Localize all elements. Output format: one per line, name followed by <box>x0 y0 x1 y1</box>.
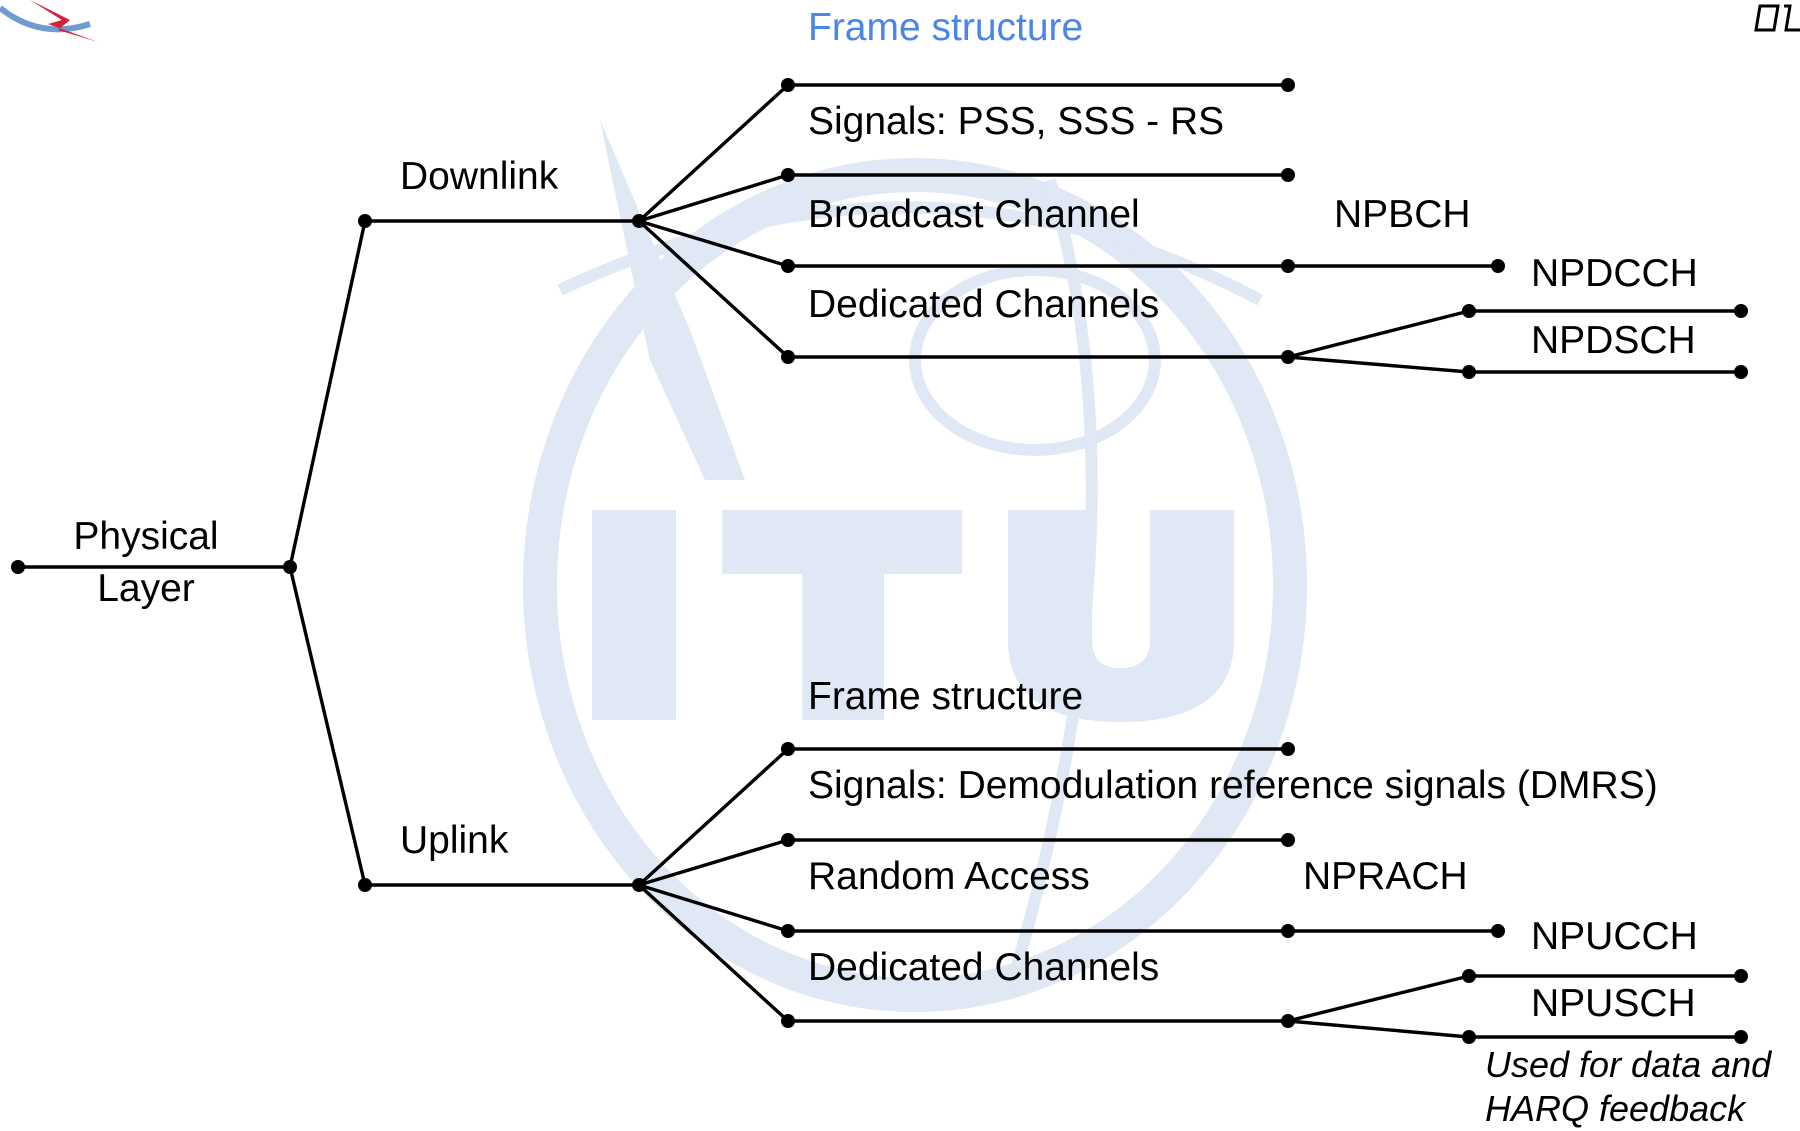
watermark-parallel <box>557 201 1263 306</box>
node-dot <box>358 878 372 892</box>
uplink-signals-label: Signals: Demodulation reference signals … <box>808 764 1658 807</box>
node-dot <box>1281 742 1295 756</box>
downlink-dedicated-channels-label: Dedicated Channels <box>808 283 1160 326</box>
node-dot <box>1281 78 1295 92</box>
node-dot <box>1281 924 1295 938</box>
downlink-label: Downlink <box>400 155 559 198</box>
wire-dl-fan-4 <box>637 219 790 359</box>
node-dot <box>283 560 297 574</box>
node-dot <box>1734 304 1748 318</box>
downlink-signals-label: Signals: PSS, SSS - RS <box>808 100 1225 143</box>
watermark-letter-t-bar <box>722 510 962 574</box>
watermark-bolt <box>600 120 745 480</box>
node-dot <box>1491 259 1505 273</box>
uplink-label: Uplink <box>400 819 509 862</box>
npusch-note-line1: Used for data and <box>1485 1044 1772 1085</box>
node-dot <box>1734 969 1748 983</box>
tree-nodes <box>11 78 1748 1044</box>
brand-mark-glyph-2 <box>1784 4 1800 32</box>
brand-mark-glyph-1 <box>1754 4 1780 32</box>
logo-globe-arc <box>0 5 91 33</box>
physical-layer-label-line2: Layer <box>97 567 195 610</box>
wire-dl-fan-3 <box>638 219 789 268</box>
node-dot <box>1281 259 1295 273</box>
downlink-frame-structure-label: Frame structure <box>808 6 1084 49</box>
watermark-letter-t-stem <box>802 574 884 720</box>
wire-ul-fan-2 <box>638 838 789 887</box>
wire-dl-fork-lower <box>1287 355 1470 374</box>
node-dot <box>632 214 646 228</box>
node-dot <box>781 168 795 182</box>
node-dot <box>1281 1014 1295 1028</box>
wire-root-to-downlink <box>288 220 367 568</box>
watermark-letter-i <box>592 510 676 720</box>
wire-root-to-uplink <box>288 566 367 886</box>
node-dot <box>1462 365 1476 379</box>
node-dot <box>358 214 372 228</box>
node-dot <box>1281 350 1295 364</box>
node-dot <box>781 259 795 273</box>
npucch-label: NPUCCH <box>1531 915 1698 958</box>
npusch-label: NPUSCH <box>1531 982 1696 1025</box>
npusch-note: Used for data and HARQ feedback <box>1485 1043 1771 1131</box>
itu-watermark <box>523 120 1307 1012</box>
node-dot <box>781 833 795 847</box>
node-dot <box>1462 304 1476 318</box>
node-dot <box>1462 1030 1476 1044</box>
npdsch-label: NPDSCH <box>1531 319 1696 362</box>
physical-layer-label: Physical Layer <box>46 511 246 615</box>
node-dot <box>1491 924 1505 938</box>
wire-ul-fan-3 <box>638 883 789 933</box>
watermark-globe-arc <box>909 264 1161 456</box>
node-dot <box>1281 168 1295 182</box>
uplink-dedicated-channels-label: Dedicated Channels <box>808 946 1160 989</box>
node-dot <box>1281 833 1295 847</box>
wire-ul-fork-upper <box>1287 974 1470 1023</box>
node-dot <box>632 878 646 892</box>
wire-dl-fan-2 <box>638 173 789 223</box>
node-dot <box>781 924 795 938</box>
nprach-label: NPRACH <box>1303 855 1468 898</box>
node-dot <box>11 560 25 574</box>
tree-wires <box>18 83 1741 1039</box>
npdcch-label: NPDCCH <box>1531 252 1698 295</box>
wire-ul-fan-4 <box>637 883 790 1023</box>
node-dot <box>781 78 795 92</box>
uplink-frame-structure-label: Frame structure <box>808 675 1084 718</box>
downlink-broadcast-channel-label: Broadcast Channel <box>808 193 1140 236</box>
wire-ul-fork-lower <box>1287 1019 1470 1039</box>
node-dot <box>781 742 795 756</box>
node-dot <box>1734 1030 1748 1044</box>
wire-dl-fan-1 <box>637 83 790 223</box>
watermark-letter-u <box>1008 510 1234 722</box>
corner-brand-mark <box>1754 4 1800 32</box>
node-dot <box>1462 969 1476 983</box>
node-dot <box>781 350 795 364</box>
npbch-label: NPBCH <box>1334 193 1471 236</box>
physical-layer-label-line1: Physical <box>73 515 219 558</box>
wire-dl-fork-upper <box>1287 309 1470 359</box>
logo-bolt <box>30 0 98 42</box>
npusch-note-line2: HARQ feedback <box>1485 1088 1746 1129</box>
uplink-random-access-label: Random Access <box>808 855 1090 898</box>
node-dot <box>1734 365 1748 379</box>
itu-logo <box>0 0 98 42</box>
wire-ul-fan-1 <box>637 747 790 887</box>
node-dot <box>781 1014 795 1028</box>
